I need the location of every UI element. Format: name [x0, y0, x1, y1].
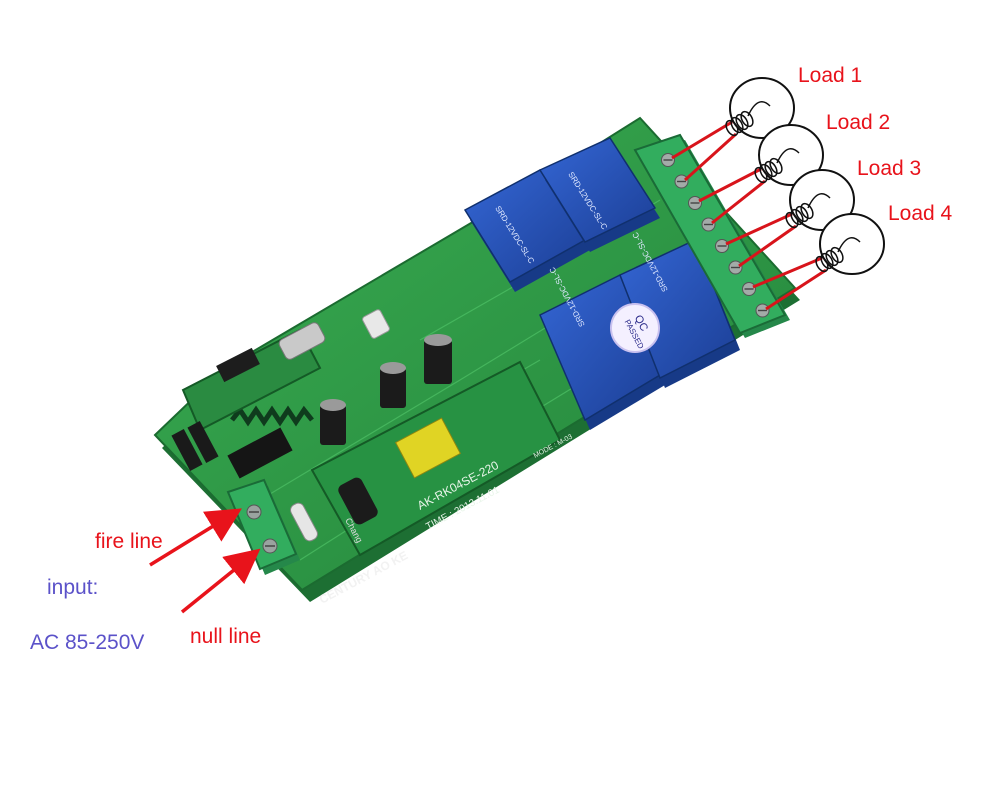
capacitor — [320, 399, 346, 445]
voltage-label: AC 85-250V — [30, 631, 145, 654]
input-screw — [262, 538, 278, 554]
load-wire — [738, 224, 797, 268]
output-terminal-block — [633, 133, 790, 338]
load-4-label: Load 4 — [888, 202, 953, 225]
output-screw — [728, 260, 743, 275]
input-screw — [246, 504, 262, 520]
load-wires — [671, 120, 827, 311]
fire-line-label: fire line — [95, 530, 163, 553]
input-arrows — [149, 508, 261, 614]
crystal-oscillator — [278, 322, 326, 360]
load-wire — [698, 167, 762, 203]
output-screw — [701, 217, 716, 232]
output-screw — [661, 153, 675, 167]
relays: SRD-12VDC-SL-C SRD-12VDC-SL-C SRD-12VDC-… — [463, 137, 740, 430]
load-1-label: Load 1 — [798, 64, 863, 87]
null-line-label: null line — [190, 625, 262, 648]
fire-line-arrow — [149, 508, 242, 567]
light-bulb-icon — [815, 213, 885, 275]
input-label: input: — [47, 576, 99, 599]
jumper-pins — [171, 421, 219, 471]
light-bulb-icon — [754, 124, 824, 186]
input-terminal-block — [226, 478, 300, 575]
load-wire — [725, 212, 793, 246]
light-bulb-icon — [785, 169, 855, 231]
capacitor — [380, 362, 406, 408]
null-line-arrow — [180, 548, 261, 614]
output-screw — [688, 196, 702, 210]
capacitors — [320, 334, 452, 445]
output-screw — [742, 282, 756, 296]
output-screws — [661, 153, 770, 318]
antenna-coil — [230, 405, 314, 427]
learn-button — [362, 309, 390, 339]
qc-passed-sticker: QC PASSED — [610, 303, 660, 353]
load-wire — [711, 179, 766, 225]
light-bulbs — [725, 77, 885, 275]
output-screw — [715, 239, 729, 253]
output-screw — [755, 303, 770, 318]
load-wire — [752, 256, 823, 289]
load-3-label: Load 3 — [857, 157, 922, 180]
load-wire — [671, 120, 733, 160]
load-wire — [765, 268, 827, 311]
load-wire — [683, 132, 738, 182]
relay-1: SRD-12VDC-SL-C — [463, 169, 590, 292]
load-2-label: Load 2 — [826, 111, 891, 134]
light-bulb-icon — [725, 77, 795, 139]
relay-2: SRD-12VDC-SL-C — [538, 137, 660, 252]
capacitor — [424, 334, 452, 384]
output-screw — [674, 174, 689, 189]
ic-chip — [227, 427, 293, 479]
fuse — [290, 502, 318, 542]
